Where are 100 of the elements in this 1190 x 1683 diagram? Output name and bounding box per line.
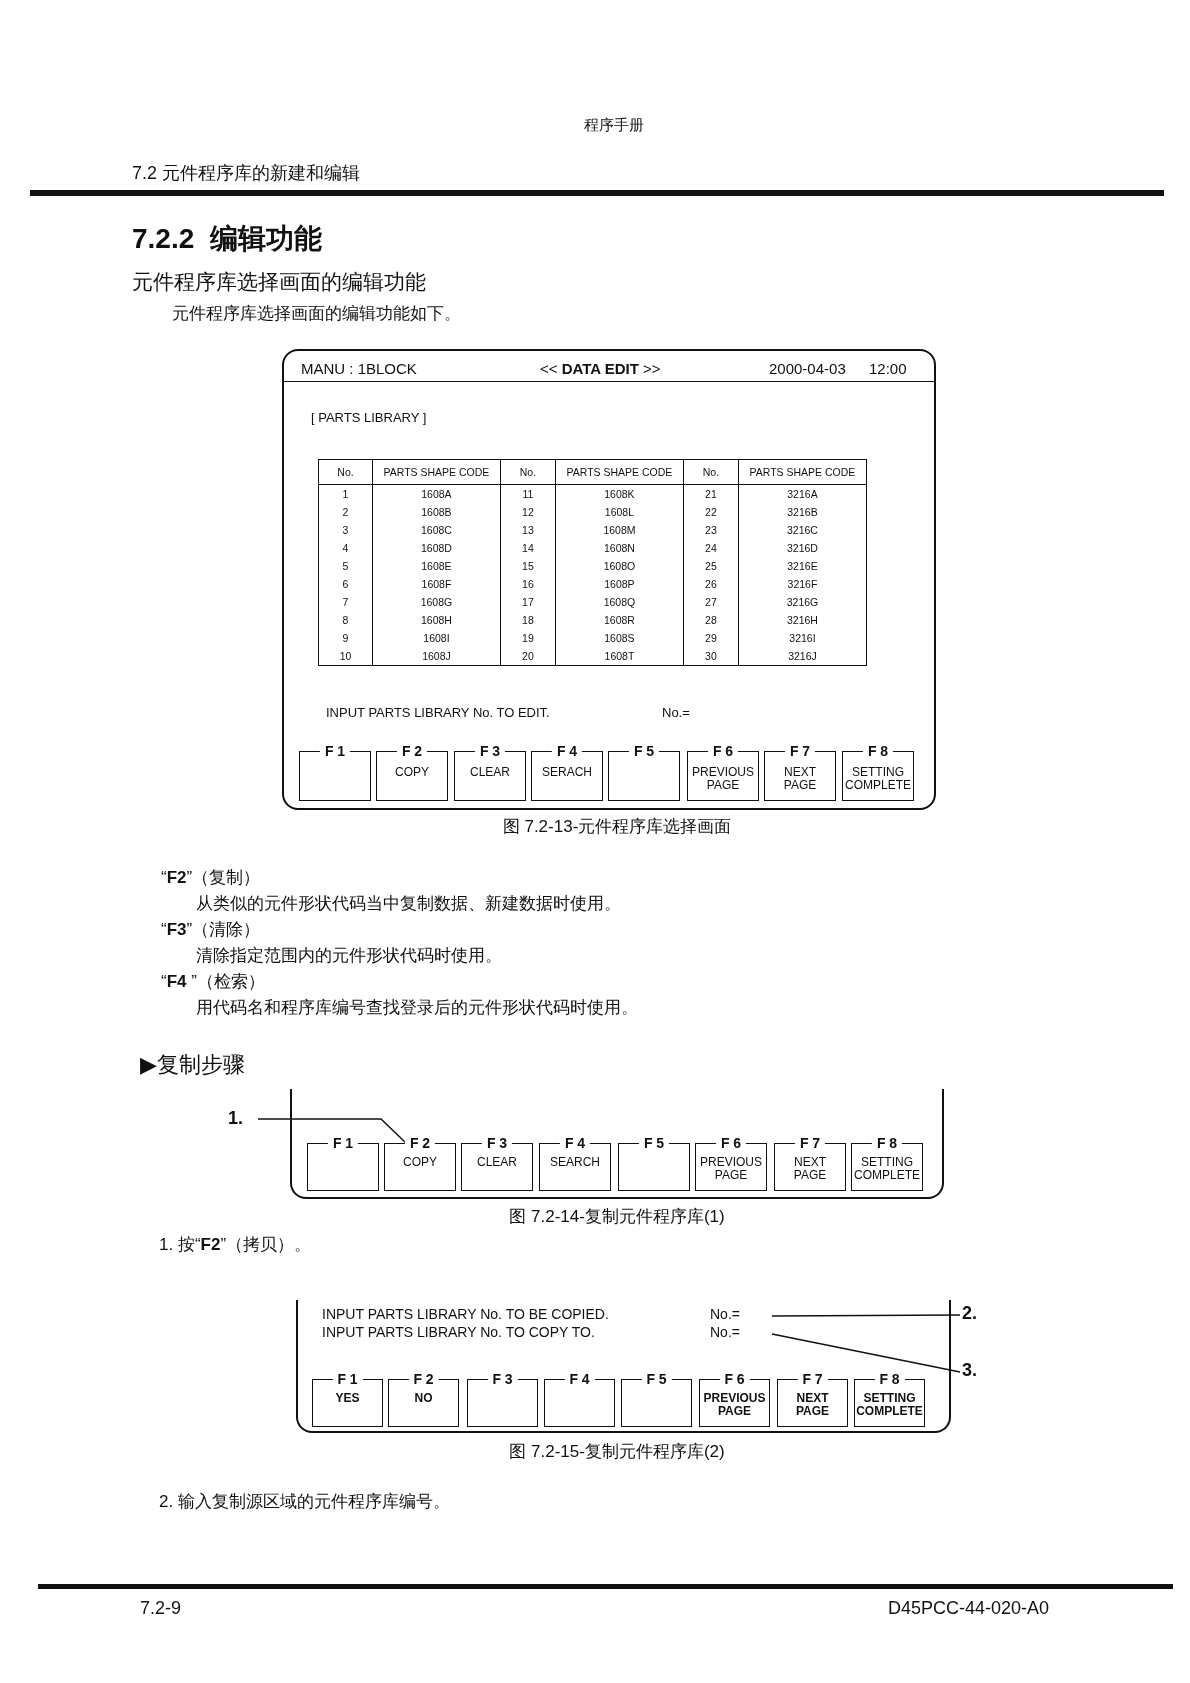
shape-code: 1608K — [604, 488, 635, 500]
key-label: F 7 — [797, 1371, 828, 1387]
column-header: PARTS SHAPE CODE — [566, 466, 673, 478]
part-number: 16 — [522, 578, 534, 590]
key-label: F 2 — [396, 743, 428, 759]
function-heading: “F4 ”（检索） — [161, 971, 265, 993]
shape-code: 3216G — [786, 596, 819, 608]
shape-code: 1608C — [420, 524, 452, 536]
part-number: 19 — [522, 632, 534, 644]
leader-line — [771, 1333, 961, 1373]
part-number: 18 — [522, 614, 534, 626]
shape-code: 1608R — [603, 614, 635, 626]
shape-code: 3216B — [787, 506, 818, 518]
part-number: 1 — [342, 488, 349, 500]
key-label: F 8 — [874, 1371, 905, 1387]
part-number: 26 — [705, 578, 717, 590]
part-number: 6 — [342, 578, 349, 590]
column-header: PARTS SHAPE CODE — [749, 466, 856, 478]
part-number: 17 — [522, 596, 534, 608]
figure-caption: 图 7.2-13-元件程序库选择画面 — [502, 816, 732, 838]
section-heading: 7.2.2 编辑功能 — [132, 222, 322, 256]
screen-status: MANU : 1BLOCK — [301, 360, 417, 377]
key-label: F 6 — [719, 1371, 750, 1387]
part-number: 12 — [522, 506, 534, 518]
step-text: 1. 按“F2”（拷贝）。 — [159, 1234, 312, 1256]
shape-code: 1608N — [603, 542, 635, 554]
page-number: 7.2-9 — [140, 1598, 182, 1619]
subsection-heading: 元件程序库选择画面的编辑功能 — [132, 269, 426, 295]
section-heading: [ PARTS LIBRARY ] — [311, 410, 427, 425]
shape-code: 1608J — [422, 650, 451, 662]
key-label: F 5 — [641, 1371, 672, 1387]
part-number: 21 — [705, 488, 717, 500]
figure-caption: 图 7.2-14-复制元件程序库(1) — [509, 1206, 725, 1228]
screen-title: << DATA EDIT >> — [540, 360, 661, 377]
screen-panel — [296, 1300, 951, 1433]
procedure-heading: ▶复制步骤 — [140, 1051, 245, 1079]
part-number: 28 — [705, 614, 717, 626]
key-label: F 3 — [474, 743, 506, 759]
part-number: 13 — [522, 524, 534, 536]
part-number: 22 — [705, 506, 717, 518]
shape-code: 3216A — [787, 488, 818, 500]
callout-number: 2. — [962, 1303, 992, 1327]
part-number: 9 — [342, 632, 349, 644]
part-number: 29 — [705, 632, 717, 644]
key-label: F 8 — [871, 1135, 903, 1151]
part-number: 23 — [705, 524, 717, 536]
key-label: F 1 — [327, 1135, 359, 1151]
key-label: F 3 — [481, 1135, 513, 1151]
shape-code: 1608L — [604, 506, 635, 518]
key-caption: SEARCH — [549, 1156, 601, 1169]
key-caption: CLEAR — [476, 1156, 518, 1169]
prompt-text: INPUT PARTS LIBRARY No. TO EDIT. — [326, 705, 550, 720]
key-label: F 2 — [408, 1371, 439, 1387]
key-label: F 1 — [319, 743, 351, 759]
shape-code: 3216D — [787, 542, 818, 554]
key-label: F 2 — [404, 1135, 436, 1151]
key-caption: CLEAR — [469, 766, 511, 779]
key-caption: COPY — [394, 766, 430, 779]
leader-line — [257, 1118, 407, 1144]
shape-code: 1608H — [420, 614, 452, 626]
key-label: F 7 — [794, 1135, 826, 1151]
key-label: F 4 — [564, 1371, 595, 1387]
number-field: No.= — [710, 1324, 770, 1344]
key-caption: NEXT PAGE — [792, 1156, 828, 1182]
shape-code: 1608P — [604, 578, 635, 590]
date-text: 2000-04-03 — [769, 360, 846, 377]
key-caption: COPY — [402, 1156, 438, 1169]
description-text: 从类似的元件形状代码当中复制数据、新建数据时使用。 — [196, 893, 621, 915]
prompt-text: INPUT PARTS LIBRARY No. TO COPY TO. — [322, 1324, 595, 1340]
shape-code: 3216E — [787, 560, 818, 572]
part-number: 20 — [522, 650, 534, 662]
part-number: 2 — [342, 506, 349, 518]
shape-code: 1608F — [421, 578, 452, 590]
key-label: F 8 — [862, 743, 894, 759]
number-field: No.= — [710, 1306, 770, 1326]
callout-number: 1. — [228, 1108, 256, 1130]
shape-code: 3216C — [787, 524, 818, 536]
shape-code: 1608B — [421, 506, 452, 518]
key-label: F 4 — [551, 743, 583, 759]
key-label: F 5 — [628, 743, 660, 759]
shape-code: 1608Q — [603, 596, 636, 608]
part-number: 7 — [342, 596, 349, 608]
key-caption: PREVIOUS PAGE — [699, 1156, 763, 1182]
shape-code: 1608I — [423, 632, 450, 644]
column-header: No. — [337, 466, 354, 478]
shape-code: 3216F — [787, 578, 818, 590]
part-number: 10 — [339, 650, 352, 662]
shape-code: 1608E — [421, 560, 452, 572]
chapter-heading: 7.2 元件程序库的新建和编辑 — [132, 162, 361, 185]
column-header: No. — [702, 466, 720, 478]
key-caption: NEXT PAGE — [782, 766, 818, 792]
key-caption: YES — [334, 1392, 361, 1405]
shape-code: 3216J — [788, 650, 817, 662]
part-number: 27 — [705, 596, 717, 608]
figure-caption: 图 7.2-15-复制元件程序库(2) — [509, 1441, 725, 1463]
shape-code: 1608T — [604, 650, 635, 662]
key-caption: SETTING COMPLETE — [844, 766, 912, 792]
key-caption: SERACH — [541, 766, 593, 779]
key-label: F 1 — [332, 1371, 363, 1387]
number-field-label: No.= — [662, 705, 690, 720]
